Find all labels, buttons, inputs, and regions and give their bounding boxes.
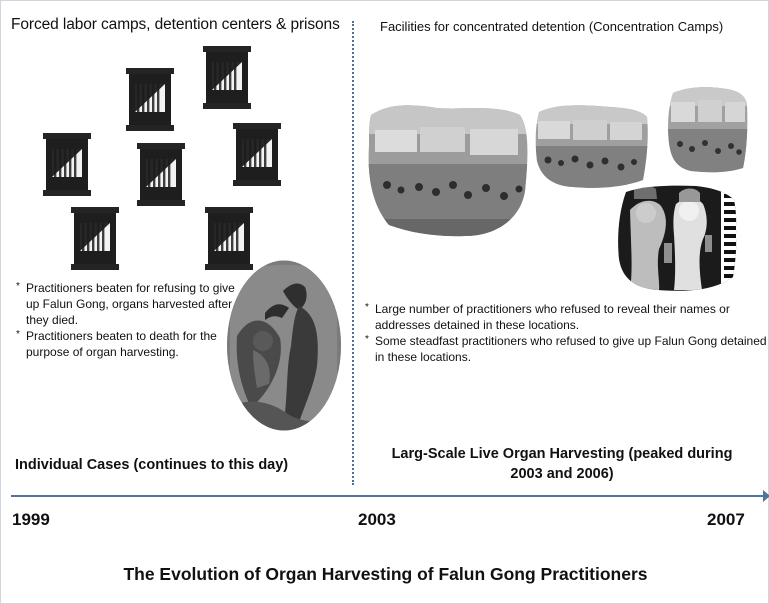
camp-photo-2 — [533, 100, 651, 191]
footer-title: The Evolution of Organ Harvesting of Fal… — [1, 564, 769, 585]
right-bullet-list: Large number of practitioners who refuse… — [365, 301, 769, 365]
timeline-line — [11, 495, 769, 497]
beating-illustration-photo — [225, 258, 343, 433]
left-bullet-item: Practitioners beaten for refusing to giv… — [16, 280, 246, 328]
prison-cell-icon — [136, 143, 186, 207]
year-label-2007: 2007 — [707, 510, 745, 530]
cartoon-photo — [616, 182, 740, 294]
right-bullet-item: Large number of practitioners who refuse… — [365, 301, 769, 333]
prison-cell-icon — [125, 68, 175, 132]
right-bullet-item: Some steadfast practitioners who refused… — [365, 333, 769, 365]
camp-photo-1 — [365, 99, 533, 241]
prison-cell-icon — [202, 46, 252, 110]
left-bullet-item: Practitioners beaten to death for the pu… — [16, 328, 246, 360]
timeline-arrow — [763, 490, 769, 502]
prison-cell-icon — [232, 123, 282, 187]
section-divider — [352, 21, 354, 485]
left-phase-label: Individual Cases (continues to this day) — [15, 457, 288, 473]
left-bullet-list: Practitioners beaten for refusing to giv… — [16, 280, 246, 360]
year-label-1999: 1999 — [12, 510, 50, 530]
left-section-header: Forced labor camps, detention centers & … — [11, 16, 340, 34]
prison-cell-icon — [42, 133, 92, 197]
year-label-2003: 2003 — [358, 510, 396, 530]
prison-cell-icon — [70, 207, 120, 271]
camp-photo-3 — [665, 82, 750, 174]
right-phase-label: Larg-Scale Live Organ Harvesting (peaked… — [386, 444, 738, 484]
right-section-header: Facilities for concentrated detention (C… — [380, 19, 723, 34]
